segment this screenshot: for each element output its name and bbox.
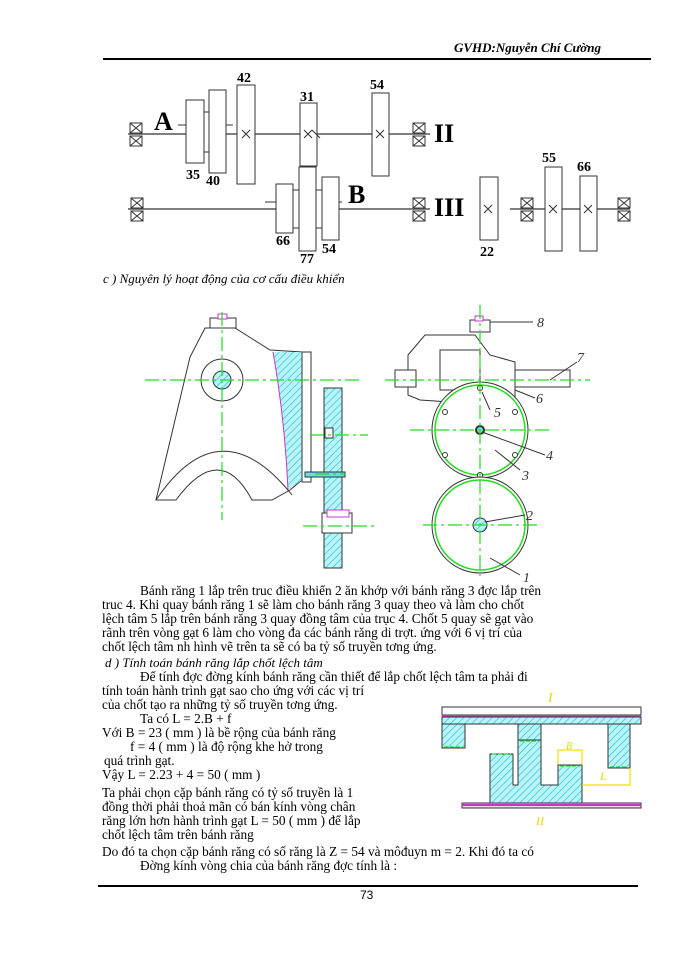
page-number: 73 xyxy=(360,888,374,902)
part-label-1: 1 xyxy=(523,571,530,585)
shaft-B-label: B xyxy=(348,180,365,209)
paragraph-2-line-11: răng lớn hơn hành trình gạt L = 50 ( mm … xyxy=(102,813,361,828)
paragraph-2-line-12: chốt lệch tâm trên bánh răng xyxy=(102,827,254,842)
part-label-7: 7 xyxy=(577,351,585,366)
footer-rule xyxy=(98,885,638,887)
label-I: I xyxy=(547,691,554,706)
shaft-II-label: II xyxy=(434,119,454,148)
stroke-calculation-diagram: I B L II xyxy=(441,691,642,828)
gear-77-label: 77 xyxy=(300,252,314,267)
gear-31-label: 31 xyxy=(300,90,314,105)
part-label-8: 8 xyxy=(537,316,544,331)
gear-55-label: 55 xyxy=(542,151,556,166)
gear-42-label: 42 xyxy=(237,71,251,86)
paragraph-2-line-13: Do đó ta chọn cặp bánh răng có số răng l… xyxy=(102,844,534,859)
paragraph-2-line-2: tính toán hành trình gạt sao cho ứng với… xyxy=(102,683,365,698)
part-label-6: 6 xyxy=(536,392,543,407)
section-c-heading: c ) Nguyên lý hoạt động của cơ cấu điều … xyxy=(103,271,345,286)
part-label-2: 2 xyxy=(526,509,533,524)
shaft-A-label: A xyxy=(154,107,173,136)
control-mechanism-drawing: 8 7 6 5 4 3 2 1 xyxy=(145,305,590,585)
label-B: B xyxy=(566,741,572,752)
header-rule xyxy=(103,58,651,60)
paragraph-2-line-7: quá trình gạt. xyxy=(104,753,175,768)
header-advisor: GVHD:Nguyễn Chí Cường xyxy=(454,40,601,55)
gear-22-label: 22 xyxy=(480,245,494,260)
gear-66-label: 66 xyxy=(276,234,290,249)
paragraph-2-line-5: Với B = 23 ( mm ) là bề rộng của bánh ră… xyxy=(102,725,336,740)
paragraph-1-line-3: lệch tâm 5 lắp trên bánh răng 3 quay đồn… xyxy=(102,611,534,626)
gear-40-label: 40 xyxy=(206,174,220,189)
paragraph-1-line-2: truc 4. Khi quay bánh răng 1 sẽ làm cho … xyxy=(102,597,525,612)
part-label-4: 4 xyxy=(546,449,553,464)
paragraph-2-line-6: f = 4 ( mm ) là độ rộng khe hở trong xyxy=(130,739,323,754)
bearing-icon xyxy=(129,122,143,147)
paragraph-1-line-4: rãnh trên vòng gạt 6 làm cho vòng đa các… xyxy=(102,625,523,640)
gear-66-right-label: 66 xyxy=(577,160,591,175)
paragraph-2-line-10: đồng thời phải thoả mãn có bán kính vòng… xyxy=(102,799,356,814)
shaft-III-label: III xyxy=(434,193,464,222)
paragraph-2-line-3: của chốt tạo ra những tỷ số truyền tơng … xyxy=(102,697,338,712)
paragraph-2-line-14: Đờng kính vòng chia của bánh răng đợc tí… xyxy=(140,858,398,873)
paragraph-2-line-9: Ta phải chọn cặp bánh răng có tỷ số truy… xyxy=(102,785,354,800)
label-L: L xyxy=(599,769,607,783)
gear-54-top-label: 54 xyxy=(370,78,384,93)
gear-train-diagram: 35 40 42 31 54 66 77 54 22 55 66 A II B … xyxy=(128,71,631,267)
paragraph-1-line-5: chốt lệch tâm nh hình vẽ trên ta sẽ có b… xyxy=(102,639,437,654)
section-d-heading: d ) Tính toán bánh răng lắp chốt lệch tâ… xyxy=(105,655,323,670)
label-II: II xyxy=(535,814,545,828)
formula-L: Ta có L = 2.B + f xyxy=(140,711,232,726)
formula-L-result: Vậy L = 2.23 + 4 = 50 ( mm ) xyxy=(102,767,261,782)
gear-35-label: 35 xyxy=(186,168,200,183)
paragraph-1-line-1: Bánh răng 1 lắp trên truc điều khiển 2 ă… xyxy=(140,583,542,598)
gear-54-bottom-label: 54 xyxy=(322,242,336,257)
part-label-5: 5 xyxy=(494,406,501,421)
paragraph-2-line-1: Để tính đợc đờng kính bánh răng cần thiế… xyxy=(140,669,528,684)
part-label-3: 3 xyxy=(521,469,529,484)
